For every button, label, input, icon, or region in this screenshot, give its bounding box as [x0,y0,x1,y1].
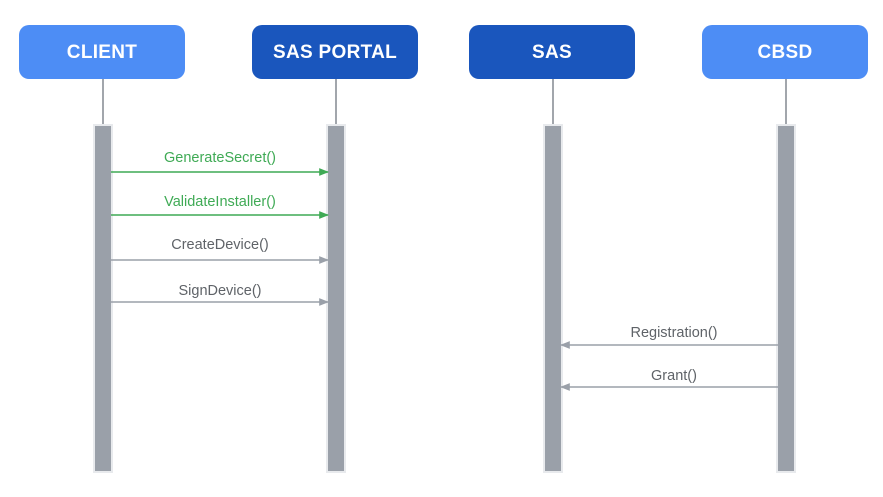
message-grant[interactable]: Grant() [560,368,778,391]
actor-box-fill-sas-portal [252,25,418,79]
message-label-sign-device: SignDevice() [179,283,262,299]
activation-bar-sas-portal [328,126,344,471]
actor-box-sas[interactable]: SAS [469,25,635,79]
message-label-registration: Registration() [630,325,717,341]
message-generate-secret[interactable]: GenerateSecret() [111,150,329,176]
lifelines-layer [93,79,796,473]
message-label-grant: Grant() [651,368,697,384]
activation-bar-sas [545,126,561,471]
actor-box-fill-cbsd [702,25,868,79]
actor-box-fill-client [19,25,185,79]
message-label-generate-secret: GenerateSecret() [164,150,276,166]
message-label-validate-installer: ValidateInstaller() [164,194,276,210]
actor-box-fill-sas [469,25,635,79]
activation-bar-client [95,126,111,471]
actor-label-client: CLIENT [67,42,137,63]
actor-box-cbsd[interactable]: CBSD [702,25,868,79]
message-label-create-device: CreateDevice() [171,237,269,253]
actor-box-sas-portal[interactable]: SAS PORTAL [252,25,418,79]
actor-box-client[interactable]: CLIENT [19,25,185,79]
actor-label-cbsd: CBSD [757,42,812,63]
actors-layer: CLIENT SAS PORTAL SAS CBSD [19,25,868,79]
message-sign-device[interactable]: SignDevice() [111,283,329,306]
actor-label-sas: SAS [532,42,572,63]
message-validate-installer[interactable]: ValidateInstaller() [111,194,329,219]
message-create-device[interactable]: CreateDevice() [111,237,329,264]
actor-label-sas-portal: SAS PORTAL [273,42,397,63]
messages-layer: GenerateSecret() ValidateInstaller() Creat… [111,150,778,391]
message-registration[interactable]: Registration() [560,325,778,349]
activation-bar-cbsd [778,126,794,471]
